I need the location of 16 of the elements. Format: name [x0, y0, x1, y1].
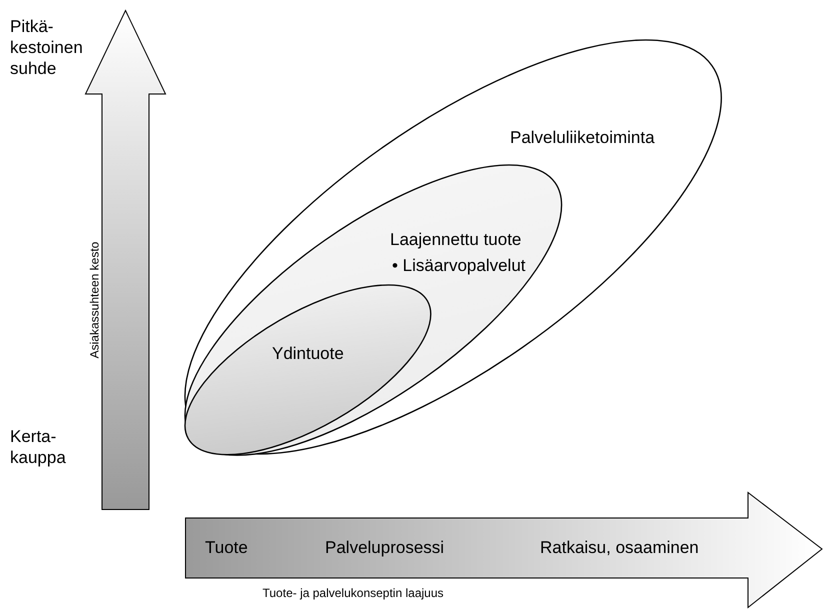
ellipse-region [185, 285, 431, 455]
horizontal-arrow [185, 492, 823, 608]
region-title: Laajennettu tuote [390, 230, 522, 250]
vertical-arrow [85, 10, 166, 510]
axis-label: Asiakassuhteen kesto [86, 242, 101, 358]
bullet-item: • Lisäarvopalvelut [392, 256, 526, 276]
region-title: Palveluliiketoiminta [510, 128, 655, 148]
axis-category: Tuote [205, 538, 248, 558]
ellipse-region [184, 40, 722, 454]
region-title: Ydintuote [272, 344, 344, 364]
axis-label: Tuote- ja palvelukonseptin laajuus [262, 586, 444, 600]
axis-end-label: Kerta- kauppa [10, 426, 67, 468]
axis-category: Palveluprosessi [325, 538, 444, 558]
axis-end-label: Pitkä- kestoinen suhde [10, 16, 84, 79]
axis-category: Ratkaisu, osaaminen [540, 538, 699, 558]
ellipse-region [184, 164, 562, 456]
